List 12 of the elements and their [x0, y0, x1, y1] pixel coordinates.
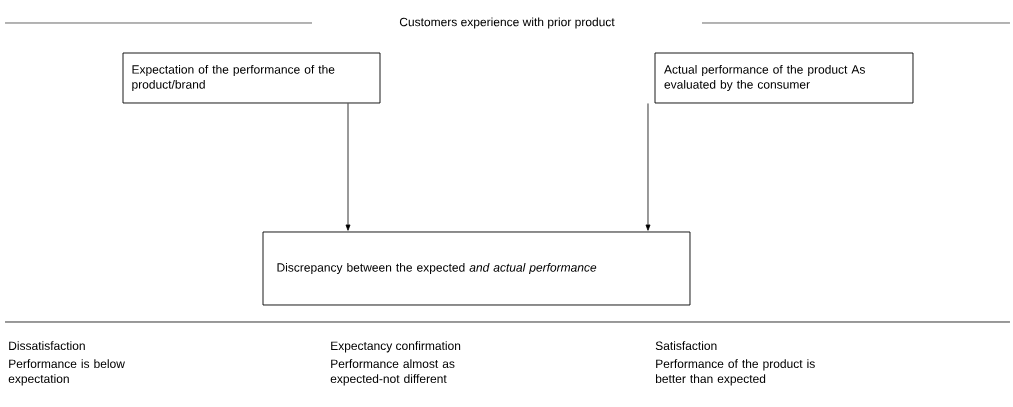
- arrow: [345, 103, 351, 231]
- arrow: [645, 103, 651, 231]
- text-box: Actual performance of the product As evaluated by the consumer: [654, 52, 914, 104]
- outcome-description: Performance almost as expected-not different: [330, 359, 455, 386]
- heading: Customers experience with prior product: [399, 17, 615, 29]
- text-box: Expectation of the performance of the product/brand: [122, 52, 381, 104]
- outcome-description: Performance of the product is better than expected: [655, 359, 815, 386]
- outcome-description: Performance is below expectation: [8, 359, 125, 386]
- text-box: Discrepancy between the expected and actual performance: [262, 231, 691, 306]
- outcome-heading: Expectancy confirmation: [331, 341, 461, 353]
- outcome-heading: Satisfaction: [655, 341, 717, 350]
- outcome-heading: Dissatisfaction: [9, 341, 85, 350]
